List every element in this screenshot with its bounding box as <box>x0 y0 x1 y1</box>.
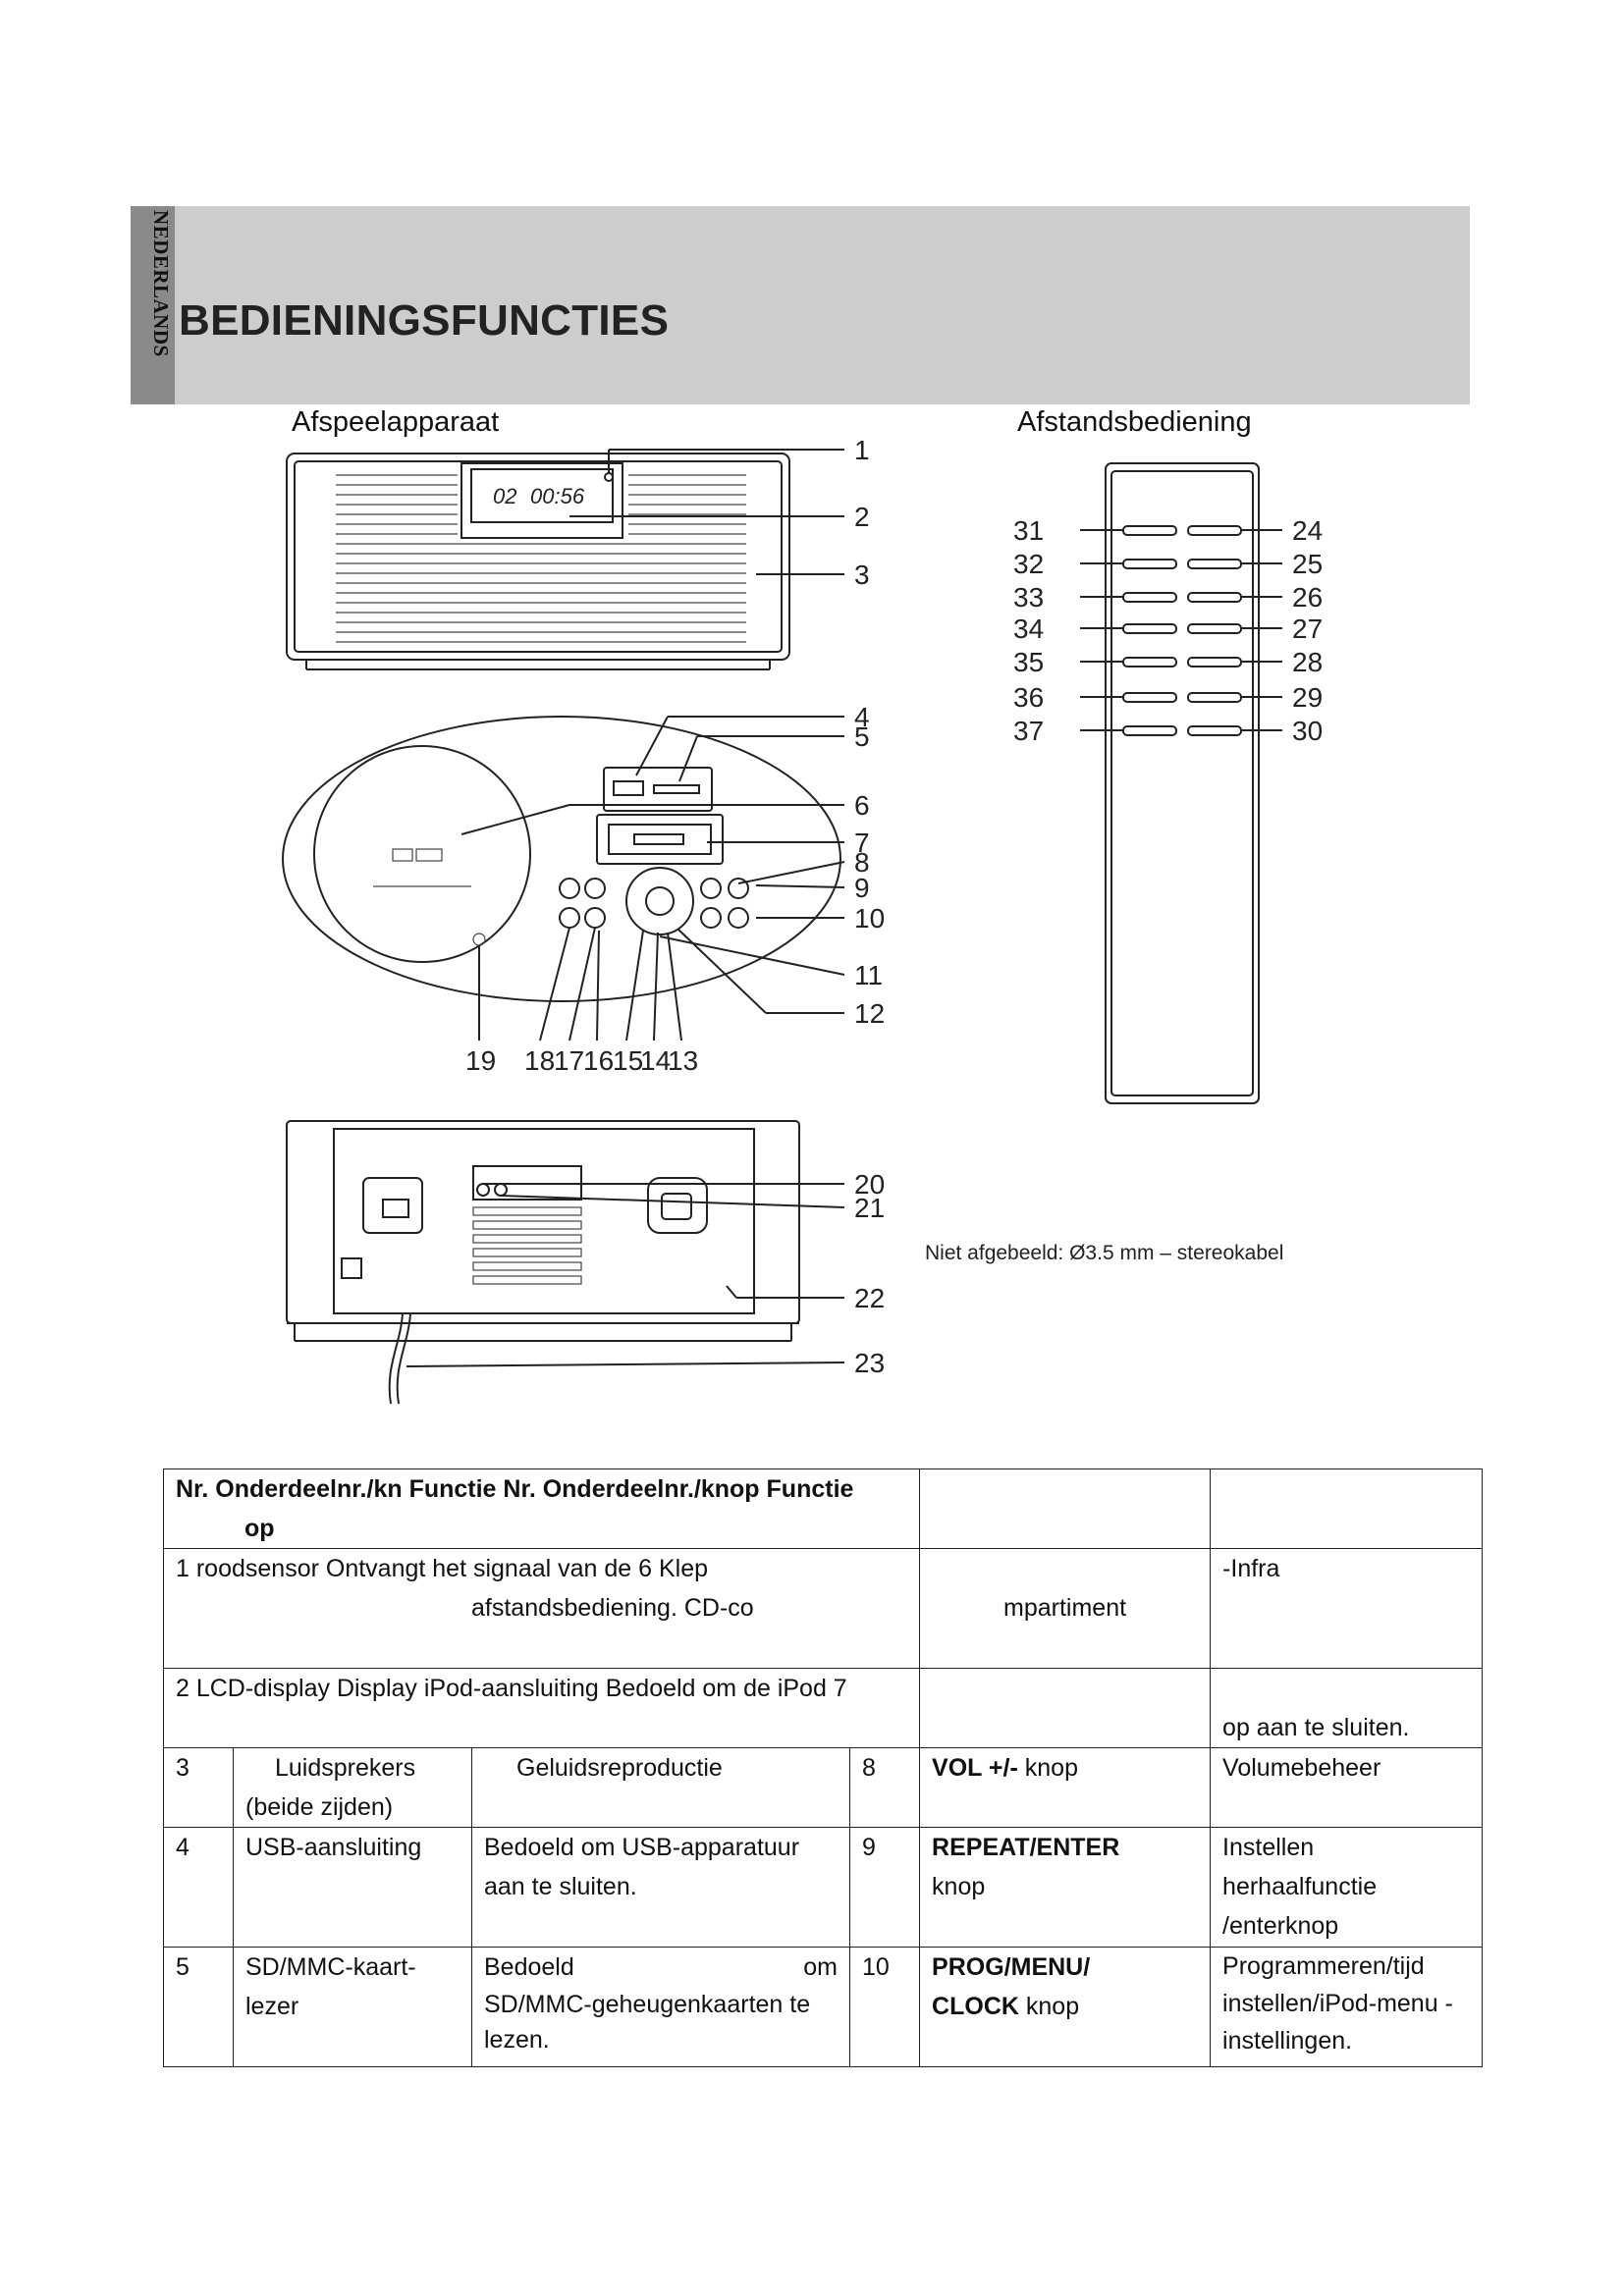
parts-table: Nr. Onderdeelnr./kn Functie Nr. Onderdee… <box>162 1468 1484 2067</box>
row5-func-c: SD/MMC-geheugenkaarten te lezen. <box>484 1991 811 2054</box>
table-header-line1: Nr. Onderdeelnr./kn Functie Nr. Onderdee… <box>176 1475 854 1503</box>
row1-line2b: mpartiment <box>1003 1594 1127 1622</box>
device-top-diagram: 4 5 6 7 8 9 10 11 12 19 18 17 16 15 14 1… <box>282 702 885 1076</box>
table-cell: Bedoeld om SD/MMC-geheugenkaarten te leze… <box>471 1947 850 2067</box>
callout-12: 12 <box>854 998 885 1029</box>
table-cell: 5 <box>163 1947 234 2067</box>
callout-8: 8 <box>854 847 870 878</box>
row5-part2-rest: knop <box>1018 1993 1080 2020</box>
callout-14: 14 <box>640 1045 671 1076</box>
row4-part2-rest: knop <box>932 1873 986 1900</box>
callout-21: 21 <box>854 1193 885 1223</box>
table-cell: Geluidsreproductie <box>471 1747 850 1828</box>
callout-11: 11 <box>854 960 883 990</box>
callout-4: 4 <box>854 702 870 732</box>
table-row: 5 SD/MMC-kaart-lezer Bedoeld om SD/MMC-ge… <box>163 1947 1484 2067</box>
callout-29: 29 <box>1292 682 1323 713</box>
callout-36: 36 <box>1013 682 1044 713</box>
table-cell: mpartiment <box>919 1548 1212 1669</box>
callout-30: 30 <box>1292 716 1323 746</box>
callout-37: 37 <box>1013 716 1044 746</box>
callout-18: 18 <box>524 1045 555 1076</box>
callout-22: 22 <box>854 1283 885 1313</box>
callout-31: 31 <box>1013 515 1044 546</box>
callout-10: 10 <box>854 903 885 934</box>
remote-label: Afstandsbediening <box>1017 406 1252 438</box>
device-front-diagram: 02 00:56 1 2 3 <box>286 435 870 670</box>
table-row: 1 roodsensor Ontvangt het signaal van de… <box>162 1548 1484 1669</box>
callout-23: 23 <box>854 1348 885 1378</box>
row1-line1: 1 roodsensor Ontvangt het signaal van de… <box>176 1555 709 1582</box>
table-cell: 2 LCD-display Display iPod-aansluiting B… <box>162 1668 921 1748</box>
table-cell: -Infra <box>1210 1548 1484 1669</box>
row3-part2-bold: VOL +/- <box>932 1754 1018 1782</box>
callout-33: 33 <box>1013 582 1044 613</box>
table-cell: Bedoeld om USB-apparatuur aan te sluiten… <box>471 1827 850 1948</box>
callout-9: 9 <box>854 873 870 903</box>
row5-func-b: om <box>803 1953 838 1981</box>
table-cell: VOL +/- knop <box>919 1747 1212 1828</box>
table-cell: Luidsprekers (beide zijden) <box>233 1747 472 1828</box>
callout-28: 28 <box>1292 647 1323 677</box>
lcd-track: 02 <box>493 484 516 508</box>
table-cell: 4 <box>163 1827 234 1948</box>
callout-34: 34 <box>1013 614 1044 644</box>
table-cell: 10 <box>848 1947 921 2067</box>
row5-part2-bold2: CLOCK <box>932 1993 1019 2020</box>
callout-35: 35 <box>1013 647 1044 677</box>
table-row: 4 USB-aansluiting Bedoeld om USB-apparat… <box>163 1827 1484 1948</box>
table-row: 3 Luidsprekers (beide zijden) Geluidsrep… <box>163 1747 1484 1828</box>
callout-13: 13 <box>668 1045 698 1076</box>
callout-6: 6 <box>854 790 870 821</box>
callout-3: 3 <box>854 560 870 590</box>
callout-16: 16 <box>583 1045 614 1076</box>
row1-line2: afstandsbediening. CD-co <box>471 1594 754 1622</box>
section-title: BEDIENINGSFUNCTIES <box>179 296 670 345</box>
row2-line2: op aan te sluiten. <box>1222 1714 1410 1741</box>
callout-2: 2 <box>854 502 870 532</box>
callout-1: 1 <box>854 435 870 465</box>
row3-part2-rest: knop <box>1017 1754 1078 1782</box>
callout-15: 15 <box>613 1045 643 1076</box>
callout-32: 32 <box>1013 549 1044 579</box>
device-rear-diagram: 20 21 22 23 <box>286 1120 885 1405</box>
table-cell: 1 roodsensor Ontvangt het signaal van de… <box>162 1548 921 1669</box>
callout-7: 7 <box>854 828 870 858</box>
callout-20: 20 <box>854 1169 885 1200</box>
callout-5: 5 <box>854 721 870 752</box>
table-cell: 3 <box>163 1747 234 1828</box>
table-cell: REPEAT/ENTER knop <box>919 1827 1212 1948</box>
callout-26: 26 <box>1292 582 1323 613</box>
row5-part2-bold1: PROG/MENU/ <box>932 1953 1091 1981</box>
language-tab <box>131 206 175 404</box>
not-shown-note: Niet afgebeeld: Ø3.5 mm – stereokabel <box>925 1242 1284 1264</box>
lcd-time: 00:56 <box>530 484 585 508</box>
device-label: Afspeelapparaat <box>292 406 500 438</box>
remote-diagram: 31 32 33 34 35 36 37 24 25 26 27 28 29 3… <box>1013 462 1323 1104</box>
table-cell: Volumebeheer <box>1210 1747 1484 1828</box>
header-banner <box>131 206 1470 404</box>
callout-24: 24 <box>1292 515 1323 546</box>
table-row: Nr. Onderdeelnr./kn Functie Nr. Onderdee… <box>162 1468 1484 1549</box>
table-header-cell: Nr. Onderdeelnr./kn Functie Nr. Onderdee… <box>162 1468 921 1549</box>
table-header-line2: op <box>244 1515 275 1542</box>
table-cell: SD/MMC-kaart-lezer <box>233 1947 472 2067</box>
table-cell: Programmeren/tijd instellen/iPod-menu -i… <box>1210 1947 1484 2067</box>
callout-27: 27 <box>1292 614 1323 644</box>
table-cell: PROG/MENU/CLOCK knop <box>919 1947 1212 2067</box>
language-tab-label: NEDERLANDS <box>149 210 173 357</box>
callout-17: 17 <box>554 1045 584 1076</box>
table-cell: 8 <box>848 1747 921 1828</box>
callout-25: 25 <box>1292 549 1323 579</box>
row5-func-a: Bedoeld <box>484 1953 574 1981</box>
row4-part2-bold: REPEAT/ENTER <box>932 1834 1120 1861</box>
table-cell: Instellen herhaalfunctie /enterknop <box>1210 1827 1484 1948</box>
table-cell: USB-aansluiting <box>233 1827 472 1948</box>
callout-19: 19 <box>465 1045 496 1076</box>
table-row: 2 LCD-display Display iPod-aansluiting B… <box>162 1668 1484 1748</box>
table-cell: op aan te sluiten. <box>1210 1668 1484 1748</box>
table-cell: 9 <box>848 1827 921 1948</box>
